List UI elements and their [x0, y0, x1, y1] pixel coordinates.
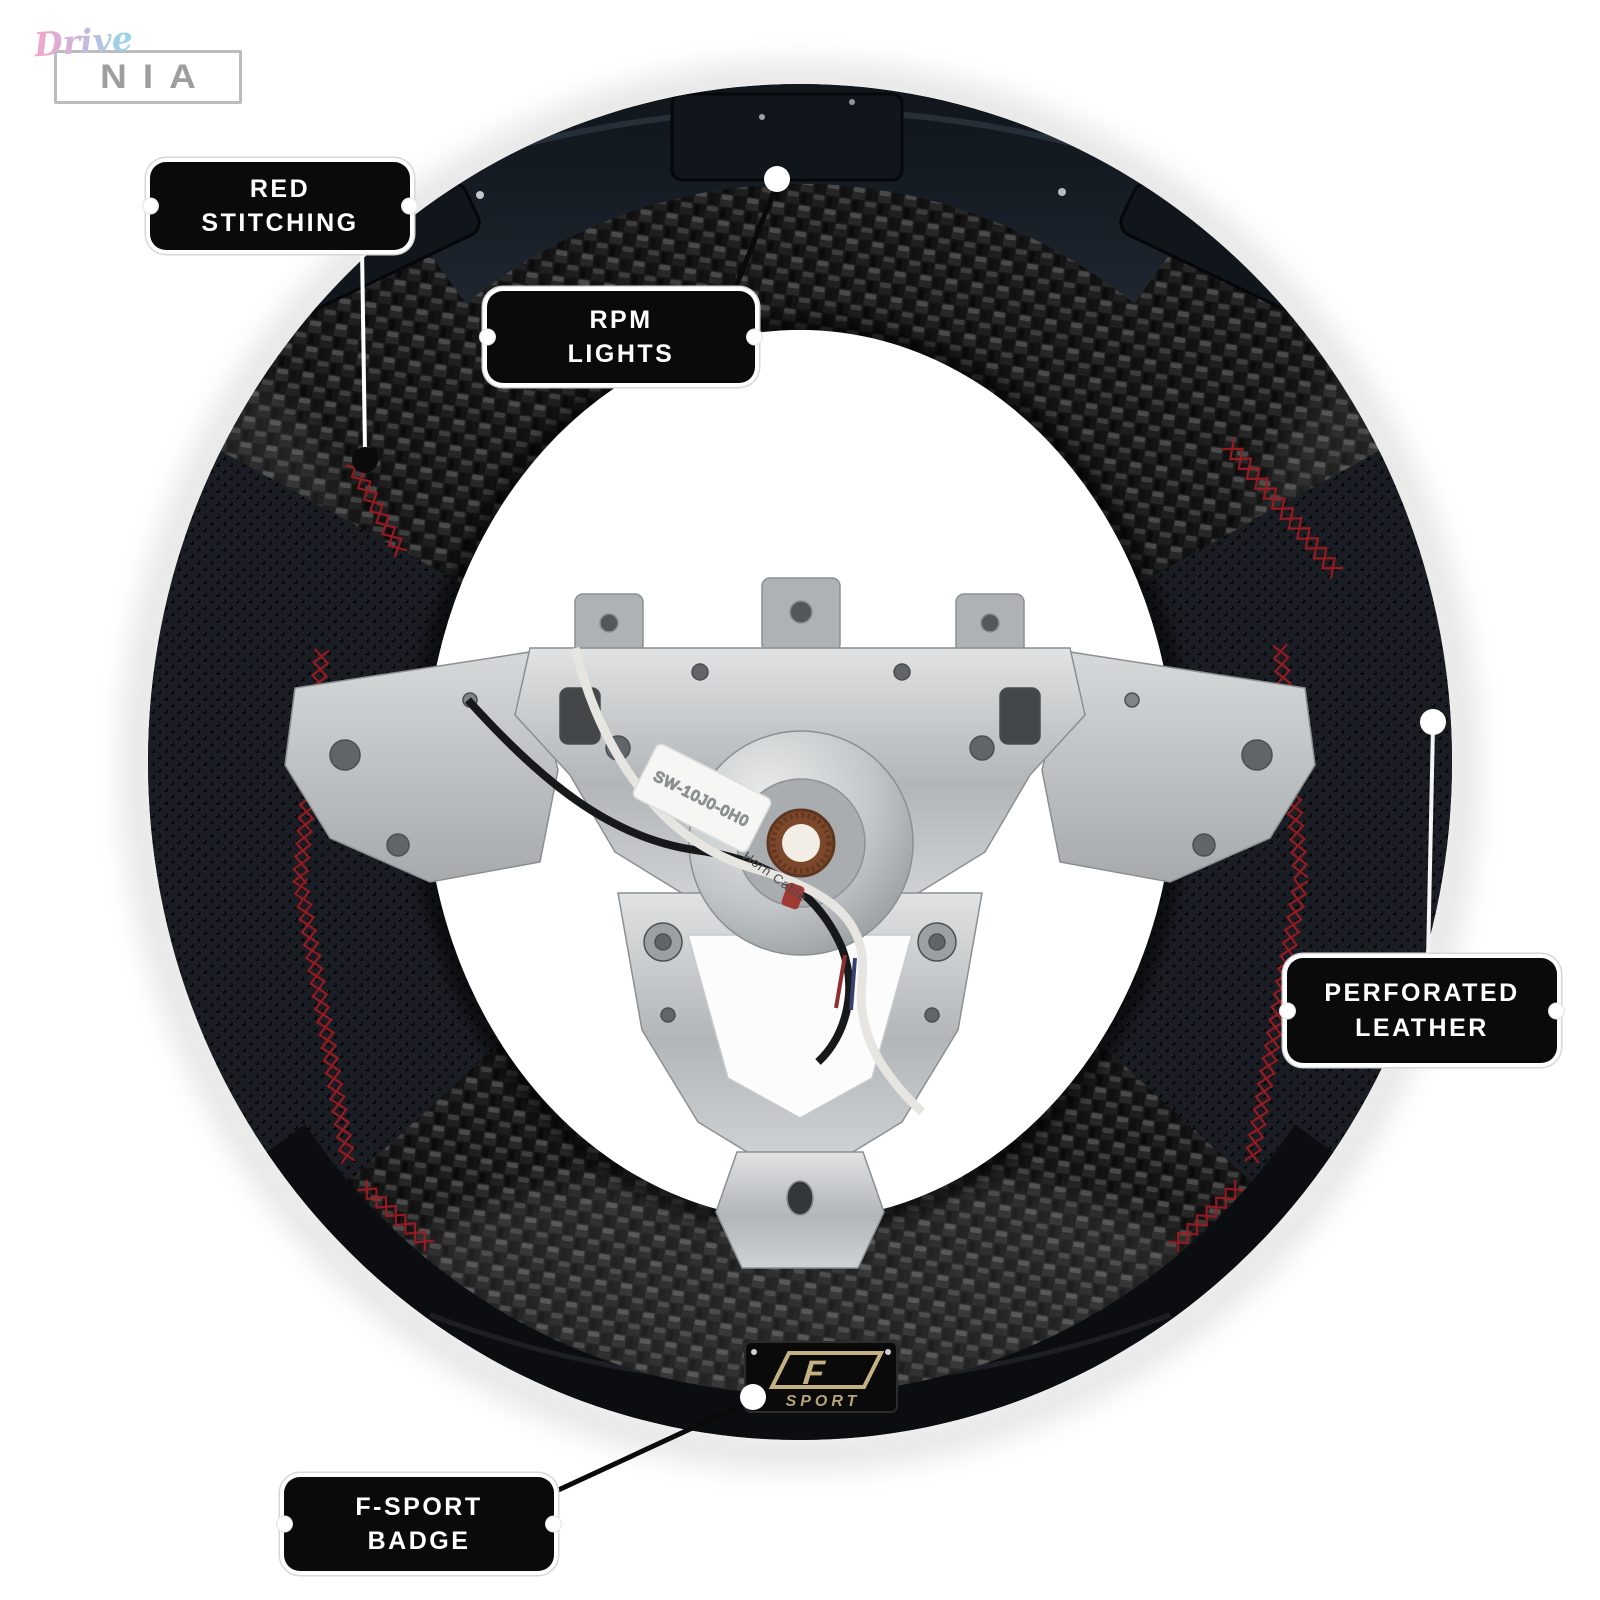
- callout-rpm-lights: RPM LIGHTS: [479, 291, 763, 383]
- specular-glints: [476, 99, 1066, 199]
- callout-line: LEATHER: [1355, 1013, 1489, 1042]
- f-sport-badge: F SPORT: [744, 1341, 898, 1413]
- wheel-drop-shadow: [125, 65, 1475, 1467]
- plate-hole-icon: [401, 197, 418, 215]
- callout-perforated-leather: PERFORATED LEATHER: [1279, 958, 1565, 1063]
- plate-hole-icon: [479, 328, 496, 346]
- callout-line: RED: [249, 174, 311, 203]
- callout-line: BADGE: [367, 1527, 471, 1555]
- hub-bolt-holes: [329, 663, 1273, 1023]
- right-leather-grip: [800, 283, 1452, 1440]
- hub-wiring: [465, 646, 926, 1116]
- callout-line: LIGHTS: [567, 340, 675, 368]
- f-sport-badge-dot: [740, 1384, 766, 1410]
- callout-connectors: [352, 166, 1446, 1495]
- callout-line: F-SPORT: [355, 1492, 483, 1521]
- f-sport-badge-text: SPORT: [786, 1393, 861, 1410]
- red-stitching-dot: [352, 447, 378, 473]
- led-window-center: [670, 92, 904, 182]
- red-stitching-line: [360, 247, 367, 453]
- center-shaft-hole: [782, 824, 820, 862]
- plate-hole-icon: [142, 197, 159, 215]
- plate-hole-icon: [276, 1515, 293, 1533]
- left-leather-grip: [148, 283, 800, 1440]
- plate-hole-icon: [1279, 1002, 1296, 1019]
- red-wire-tie: [781, 882, 805, 910]
- perforated-leather-dot: [1420, 709, 1446, 735]
- f-sport-badge-line: [552, 1397, 755, 1495]
- callout-line: RPM: [589, 305, 653, 334]
- drive-nia-logo: NIA Drive: [0, 0, 300, 140]
- plate-hole-icon: [746, 328, 763, 346]
- hub-armature: SW-10J0-0H0 Horn Cable: [284, 577, 1316, 1269]
- callout-line: PERFORATED: [1324, 979, 1520, 1007]
- nia-logo-box: NIA: [54, 50, 242, 104]
- f-sport-logo: [768, 1351, 885, 1389]
- rpm-lights-dot: [764, 166, 790, 192]
- perforated-leather-line: [1426, 725, 1435, 961]
- drive-script-text: Drive: [32, 18, 134, 65]
- nia-logo-text: NIA: [100, 57, 212, 96]
- plate-hole-icon: [1548, 1002, 1565, 1019]
- callout-red-stitching: RED STITCHING: [142, 162, 418, 250]
- plate-hole-icon: [545, 1515, 562, 1533]
- callout-f-sport-badge: F-SPORT BADGE: [276, 1477, 562, 1571]
- hub-frame-cutout: [687, 934, 913, 1119]
- horn-cable-wire: [570, 646, 926, 1116]
- callout-line: STITCHING: [201, 209, 359, 237]
- hub-top-mounts: [574, 577, 1025, 657]
- rpm-lights-line: [730, 183, 780, 295]
